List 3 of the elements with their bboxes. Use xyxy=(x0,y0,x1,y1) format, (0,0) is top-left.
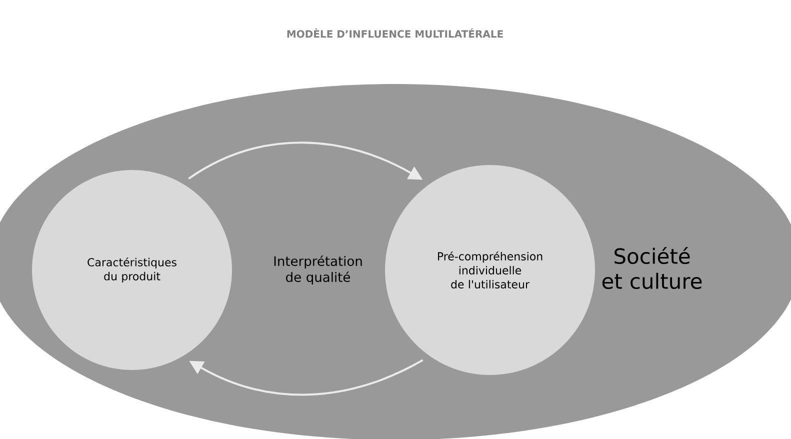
center-label: Interprétation de qualité xyxy=(274,255,362,285)
ellipse-label: Société et culture xyxy=(602,246,702,290)
title: MODÈLE D’INFLUENCE MULTILATÉRALE xyxy=(287,28,503,38)
